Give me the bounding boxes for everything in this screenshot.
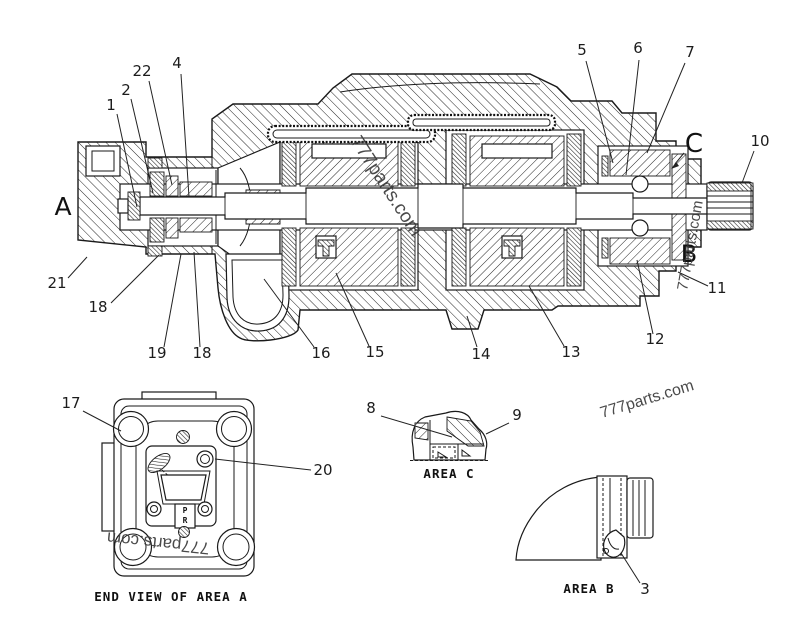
leader-line-18: [193, 251, 201, 348]
main-cross-section-view: [77, 73, 754, 342]
callout-3: 3: [640, 580, 650, 598]
area-letters: A B C: [54, 129, 703, 268]
area-b-detail: [515, 475, 654, 561]
callout-12: 12: [645, 330, 664, 348]
leader-line-14: [466, 315, 478, 348]
callout-13: 13: [561, 343, 580, 361]
leader-line-3: [620, 552, 641, 584]
callout-11: 11: [707, 279, 726, 297]
leader-line-11: [677, 271, 709, 287]
center-cavity: [160, 474, 207, 501]
top-bolt: [176, 430, 190, 444]
leader-line-9: [485, 422, 510, 435]
callout-22: 22: [132, 62, 151, 80]
leader-line-16: [263, 278, 315, 348]
callout-21: 21: [47, 274, 66, 292]
callout-10: 10: [750, 132, 769, 150]
shaft-end-tip: [117, 198, 129, 214]
leader-line-1: [116, 113, 138, 208]
area-label-a: A: [54, 192, 71, 221]
bottom-bolt: [178, 526, 190, 538]
right-cover-plate: [406, 113, 557, 132]
callout-4: 4: [172, 54, 182, 72]
callout-1: 1: [106, 96, 116, 114]
watermark-777parts: 777parts.com: [598, 377, 696, 422]
caption-area-b: AREA B: [563, 581, 614, 596]
area-b-ridged-coupling: [626, 477, 654, 539]
bearing-ball-lower: [631, 219, 649, 237]
leader-line-21: [67, 256, 88, 279]
leader-line-4: [180, 73, 190, 198]
area-c-detail: [410, 410, 489, 461]
right-cover-plate-line: [412, 118, 551, 127]
port-letter-p: P: [183, 506, 188, 515]
splined-output-shaft: [706, 181, 754, 231]
caption-area-c: AREA C: [423, 466, 474, 481]
callout-2: 2: [121, 81, 131, 99]
caption-end-view-area-a: END VIEW OF AREA A: [94, 589, 247, 604]
corner-bolt-bosses: [112, 410, 256, 567]
leader-line-10: [741, 150, 755, 184]
bearing-ball-upper: [631, 175, 649, 193]
callout-15: 15: [365, 343, 384, 361]
leader-line-7: [646, 62, 686, 154]
leader-line-17: [82, 410, 122, 432]
callout-6: 6: [633, 39, 643, 57]
area-b-wedge: [515, 476, 602, 561]
plug-circle: [196, 450, 214, 468]
leader-line-13: [528, 285, 565, 347]
shaft-seal-stack: [147, 157, 217, 257]
callout-14: 14: [471, 345, 490, 363]
shaft-end-nut: [127, 191, 141, 221]
callout-20: 20: [313, 461, 332, 479]
callout-5: 5: [577, 41, 587, 59]
callout-8: 8: [366, 399, 376, 417]
leader-line-22: [148, 80, 173, 186]
callout-18: 18: [192, 344, 211, 362]
callout-16: 16: [311, 344, 330, 362]
leader-line-5: [585, 60, 614, 164]
right-pump-cartridge: [451, 133, 582, 287]
leader-line-8: [380, 415, 453, 438]
callout-19: 19: [147, 344, 166, 362]
area-label-b: B: [681, 240, 697, 268]
leader-line-12: [636, 259, 654, 335]
housing-contour-line: [339, 82, 541, 93]
leader-lines: [67, 59, 755, 584]
port-letter-r: R: [183, 516, 188, 525]
callout-17: 17: [61, 394, 80, 412]
end-view-area-a: P R: [101, 391, 256, 577]
left-cover-plate-line: [272, 129, 431, 139]
leader-line-19: [163, 253, 182, 348]
left-pump-cartridge: [281, 133, 416, 287]
left-port-inner: [91, 150, 115, 172]
ball-bearing-assembly: [601, 149, 687, 265]
callout-18: 18: [88, 298, 107, 316]
leader-line-15: [335, 272, 370, 347]
leader-line-18: [110, 254, 160, 304]
area-label-c: C: [685, 129, 703, 159]
leader-line-6: [625, 59, 640, 176]
callout-9: 9: [512, 406, 522, 424]
pin-detail: [147, 453, 171, 473]
leader-line-20: [214, 458, 312, 471]
sump-passage: [225, 253, 290, 332]
label-c-arrow: [671, 152, 685, 169]
callout-7: 7: [685, 43, 695, 61]
leader-line-2: [130, 98, 154, 194]
sump-passage-inner-line: [231, 259, 284, 325]
shaft-step-lines: [224, 184, 634, 228]
